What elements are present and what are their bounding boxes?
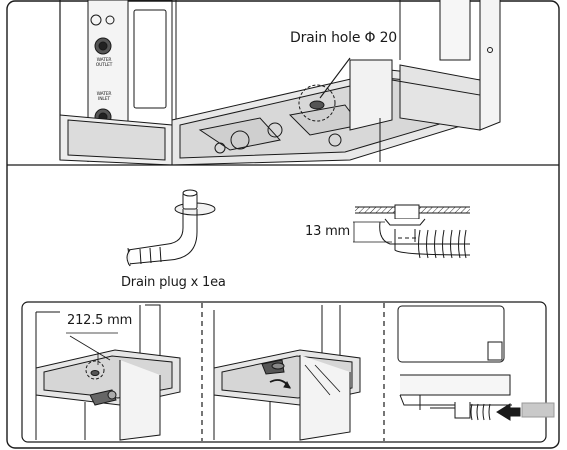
height-detail-drawing: [353, 204, 471, 259]
drain-hole-label: Drain hole Φ 20: [290, 30, 398, 46]
height-dimension-label: 13 mm: [305, 224, 351, 239]
water-inlet-label: WATER INLET: [96, 92, 112, 102]
bottom-steps-frame: [21, 301, 547, 443]
drain-plug-label: Drain plug x 1ea: [121, 275, 226, 290]
outer-frame: [6, 0, 560, 449]
step3-drawing: [397, 305, 555, 421]
step2-drawing: [213, 305, 361, 441]
water-outlet-label: WATER OUTLET: [95, 58, 113, 68]
distance-dimension-label: 212.5 mm: [67, 313, 133, 328]
unit-top-illustration: [59, 0, 501, 166]
drain-plug-drawing: [126, 189, 216, 267]
step1-drawing: [35, 304, 181, 441]
